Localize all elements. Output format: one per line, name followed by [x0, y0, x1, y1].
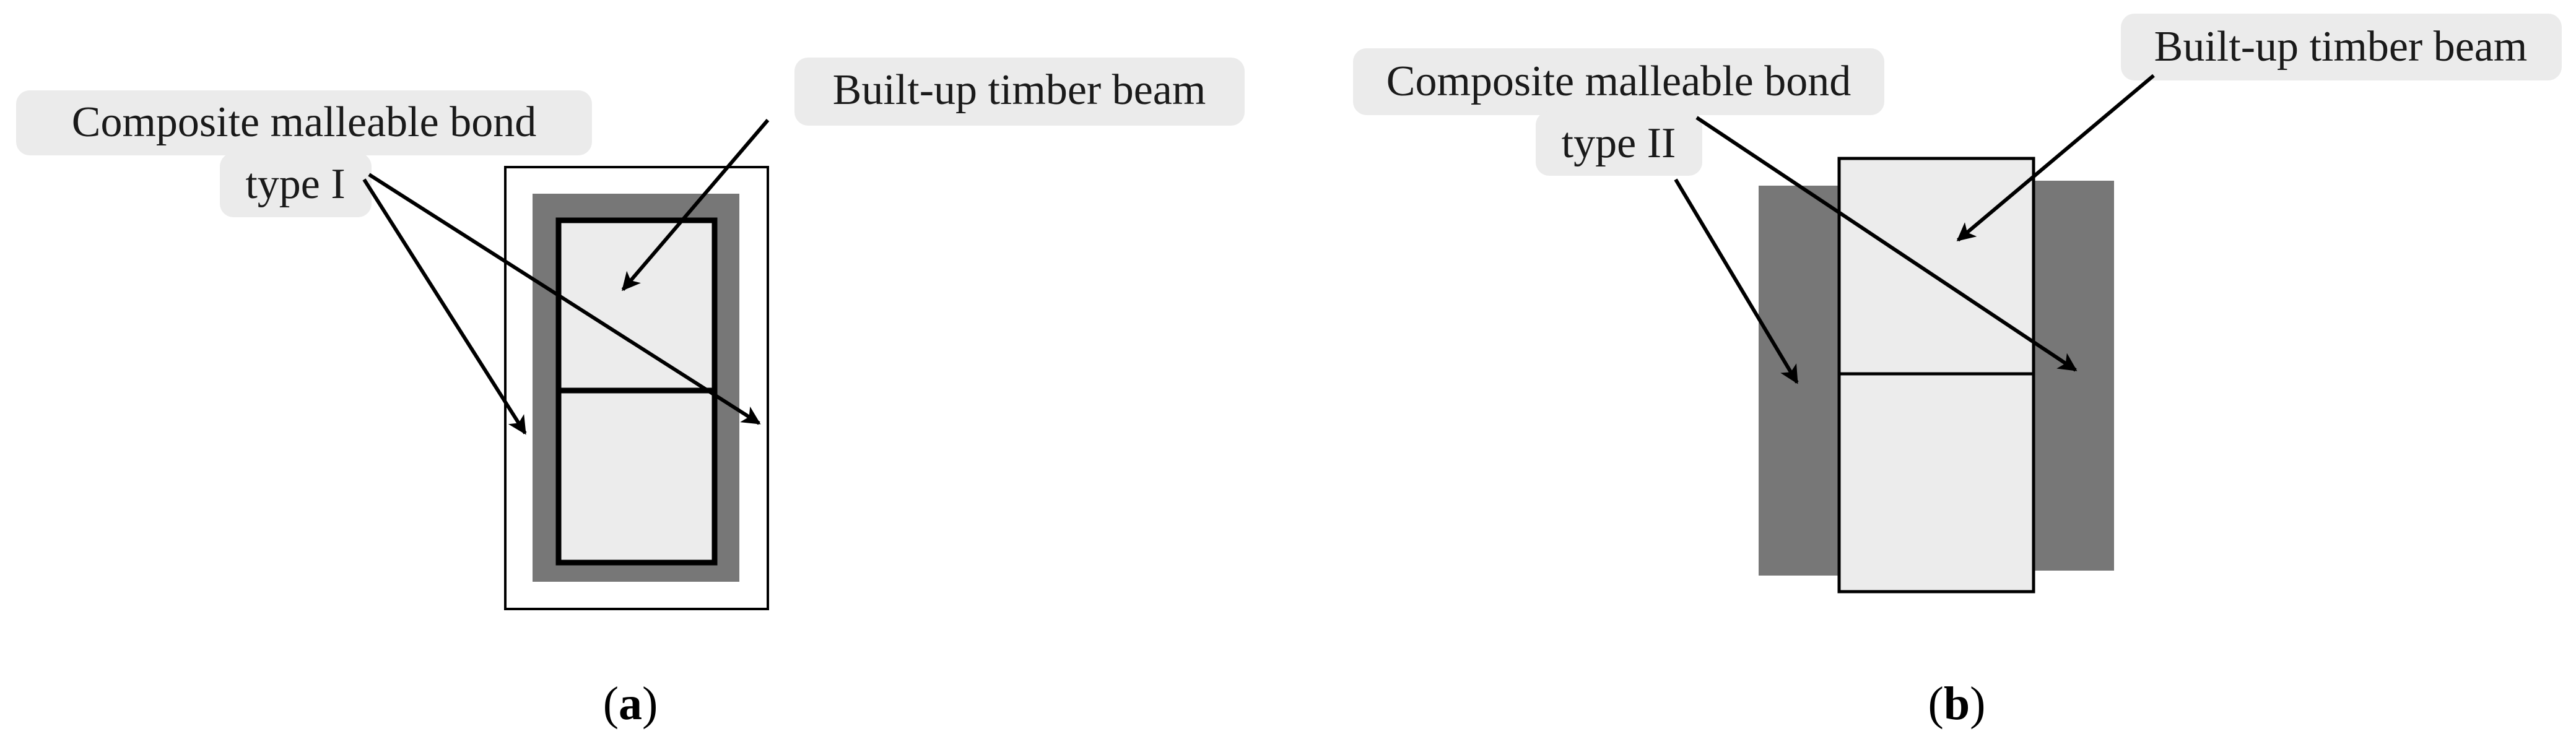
panel-b-bond-type-bg [1536, 111, 1702, 176]
panel-b-bond-label-line1: Composite malleable bond [1386, 58, 1851, 105]
panel-b-timber-upper [1837, 157, 2035, 376]
panel-a-timber-lower [555, 387, 718, 566]
panel-b-bond-plate-left [1759, 186, 1840, 576]
panel-a-beam-label-bg [794, 58, 1245, 126]
panel-b-bond-label-line2: type II [1562, 119, 1676, 167]
panel-a-bond-label-line2: type I [245, 160, 345, 208]
panel-b-timber-lower [1837, 372, 2035, 594]
panel-b-arrow-bond-left [1674, 178, 1799, 384]
panel-a-arrow-bond-right [368, 173, 761, 425]
panel-a-bond-type-bg [220, 153, 372, 217]
panel-a-bond-label-line1: Composite malleable bond [72, 98, 536, 146]
panel-b-arrow-beam [1956, 74, 2155, 242]
panel-b-bond-plate-right [2034, 181, 2114, 571]
panel-b: Composite malleable bond type II Built-u… [1353, 14, 2562, 730]
panel-b-beam-label: Built-up timber beam [2154, 23, 2528, 71]
panel-b-bond-label-bg [1353, 48, 1884, 115]
panel-b-caption: (b) [1928, 678, 1986, 730]
panel-a: Composite malleable bond type I Built-up… [16, 58, 1245, 730]
panel-b-beam-label-bg [2121, 14, 2562, 80]
panel-a-timber-upper [555, 217, 718, 394]
panel-a-arrow-beam [621, 119, 770, 291]
panel-a-bond-label-bg [16, 90, 592, 155]
panel-a-beam-label: Built-up timber beam [833, 66, 1206, 114]
panel-a-caption: (a) [603, 678, 658, 730]
panel-b-arrow-bond-right [1695, 116, 2078, 372]
panel-a-arrow-bond-left [362, 178, 527, 435]
